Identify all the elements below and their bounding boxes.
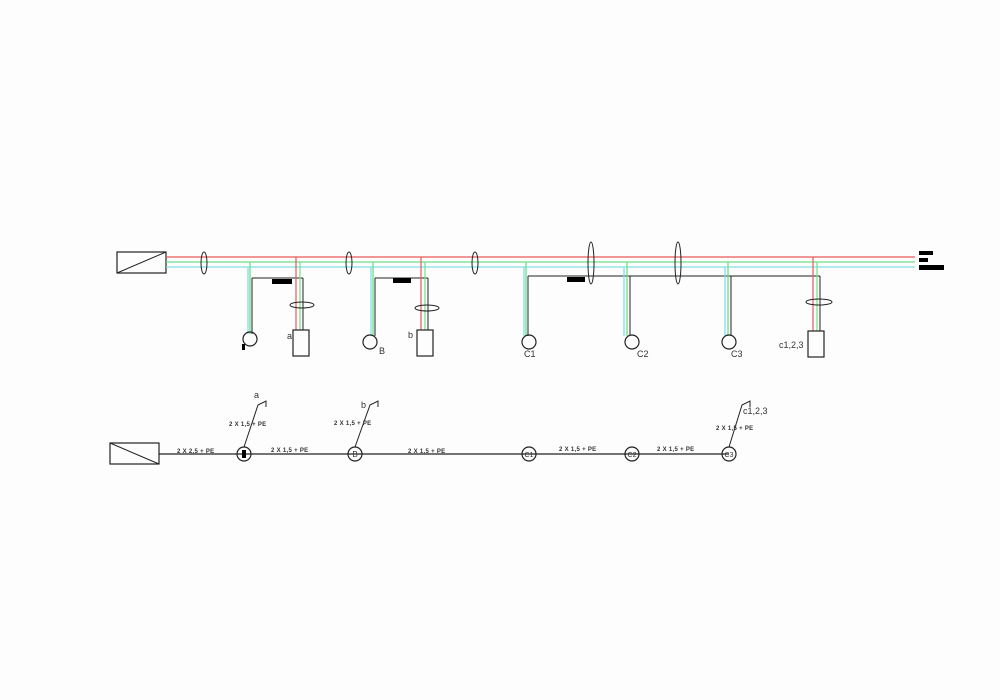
branch-b: B b	[362, 257, 440, 357]
switch-c-symbol-label: c1,2,3	[743, 406, 768, 416]
branch-a: a	[242, 257, 315, 357]
node-c2-label: C2	[628, 452, 637, 459]
light-c3-label: C3	[731, 349, 743, 359]
cable-c-switch: 2 X 1,5 + PE	[716, 426, 753, 432]
installation-diagram: a B b C1	[116, 241, 944, 359]
cable-b-to-c1: 2 X 1,5 + PE	[408, 449, 445, 455]
conduit-markers	[200, 241, 682, 285]
switch-c-symbol: c1,2,3	[728, 400, 768, 448]
light-c1-label: C1	[524, 349, 536, 359]
switch-a-label: a	[287, 331, 292, 341]
node-b-label: B	[352, 450, 357, 459]
switch-a-symbol-label: a	[254, 390, 259, 400]
switch-b-symbol-label: b	[361, 400, 366, 410]
light-a-icon	[242, 331, 258, 347]
cable-annotations: 2 X 2,5 + PE 2 X 1,5 + PE 2 X 1,5 + PE 2…	[177, 421, 753, 455]
branch-c: C1 C2 C3 c1,2,3	[521, 257, 833, 359]
light-c1-icon	[521, 334, 537, 350]
switch-a-icon	[292, 329, 310, 357]
light-b-label: B	[379, 346, 385, 356]
single-line-diagram: B C1 C2 C3 a b c1,2,3 2 X 2,5 + PE	[109, 390, 768, 465]
switch-b-symbol: b	[354, 400, 379, 448]
distribution-board-icon	[116, 251, 167, 274]
light-b-icon	[362, 334, 378, 350]
main-bus	[166, 256, 915, 268]
switch-c-icon	[807, 330, 825, 358]
cable-c1-to-c2: 2 X 1,5 + PE	[559, 447, 596, 453]
bus-end-marks	[919, 251, 944, 270]
light-c3-icon	[721, 334, 737, 350]
node-c1-label: C1	[525, 452, 534, 459]
switch-b-label: b	[408, 330, 413, 340]
node-c1: C1	[521, 446, 537, 462]
node-c3: C3	[721, 446, 737, 462]
switch-c-label: c1,2,3	[779, 340, 804, 350]
cable-c2-to-c3: 2 X 1,5 + PE	[657, 447, 694, 453]
switch-a-symbol: a	[243, 390, 267, 448]
light-c2-label: C2	[637, 349, 649, 359]
node-c2: C2	[624, 446, 640, 462]
cable-b-switch: 2 X 1,5 + PE	[334, 421, 371, 427]
switch-b-icon	[416, 329, 434, 357]
cable-a-switch: 2 X 1,5 + PE	[229, 422, 266, 428]
cable-to-b: 2 X 1,5 + PE	[271, 448, 308, 454]
node-c3-label: C3	[725, 452, 734, 459]
light-c2-icon	[624, 334, 640, 350]
cable-feed: 2 X 2,5 + PE	[177, 449, 214, 455]
distribution-board-icon	[109, 442, 160, 465]
